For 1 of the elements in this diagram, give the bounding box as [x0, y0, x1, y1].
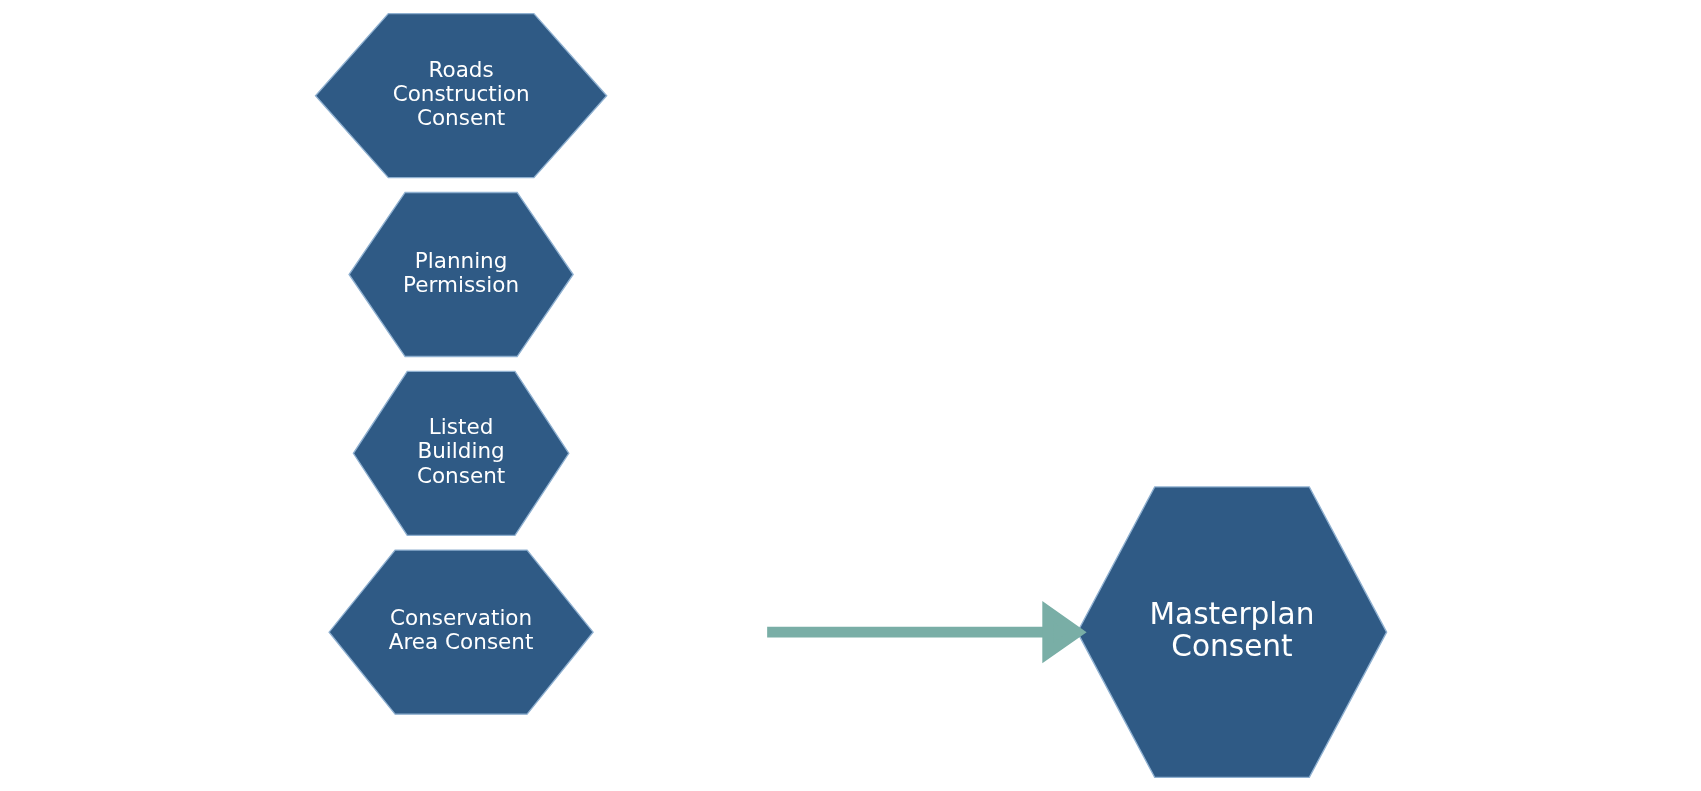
arrow	[766, 601, 1087, 664]
